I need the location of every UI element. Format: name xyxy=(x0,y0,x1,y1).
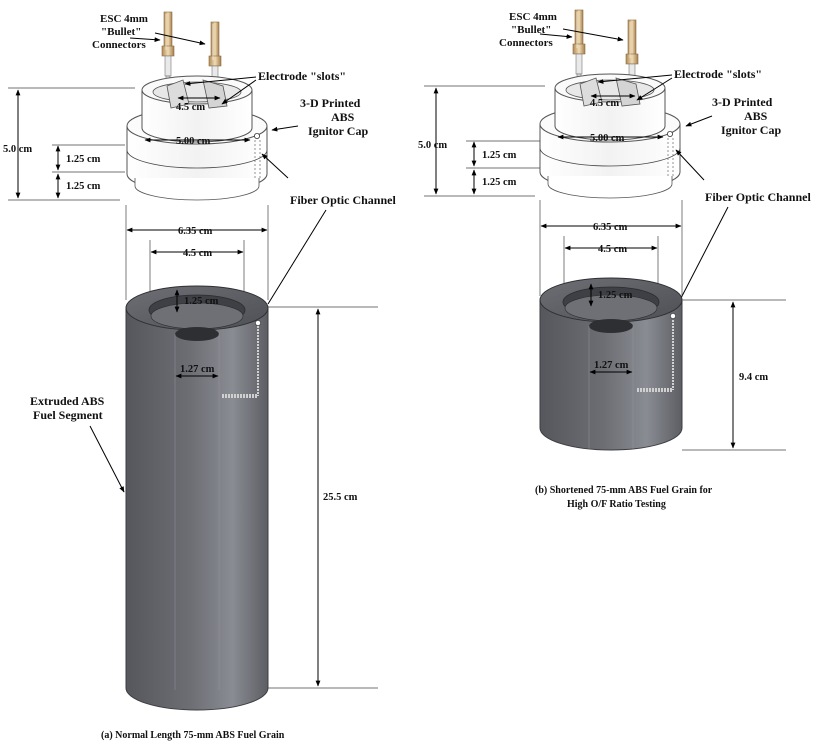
dim-cap-height-label-b: 5.0 cm xyxy=(418,140,447,151)
dim-length-label-b: 9.4 cm xyxy=(739,372,768,383)
dim-outer-label-b: 6.35 cm xyxy=(593,222,628,233)
electrode-slots-label-b: Electrode "slots" xyxy=(674,67,762,81)
cap-label-b-line3: Ignitor Cap xyxy=(721,123,781,137)
connector-b-line3: Connectors xyxy=(499,37,553,49)
dim-port-label-b: 1.27 cm xyxy=(594,360,629,371)
dim-outer-label: 6.35 cm xyxy=(178,226,213,237)
dim-step-bottom-label-b: 1.25 cm xyxy=(482,177,517,188)
panel-b: ESC 4mm "Bullet" Connectors Electrode "s… xyxy=(418,9,811,510)
cap-label-line1: 3-D Printed xyxy=(300,96,361,110)
dim-inner-label-b: 4.5 cm xyxy=(598,244,627,255)
cap-label-b-line2: ABS xyxy=(744,109,768,123)
dim-slot-label: 4.5 cm xyxy=(176,102,205,113)
connector-b-line2: "Bullet" xyxy=(511,24,551,36)
dim-inner-label: 4.5 cm xyxy=(183,248,212,259)
dim-step-top-label-b: 1.25 cm xyxy=(482,150,517,161)
dim-length-label: 25.5 cm xyxy=(323,492,358,503)
dim-port-label: 1.27 cm xyxy=(180,364,215,375)
connector-label-line2: "Bullet" xyxy=(101,26,141,38)
caption-b-line2: High O/F Ratio Testing xyxy=(567,499,666,510)
caption-a: (a) Normal Length 75-mm ABS Fuel Grain xyxy=(101,730,285,741)
dim-recess-label-b: 1.25 cm xyxy=(598,290,633,301)
dim-cap-inner-label: 5.00 cm xyxy=(176,136,211,147)
cap-label-b-line1: 3-D Printed xyxy=(712,95,773,109)
electrode-slots-label: Electrode "slots" xyxy=(258,69,346,83)
connector-label-line3: Connectors xyxy=(92,39,146,51)
fuel-grain-short xyxy=(539,277,683,451)
segment-label-line1: Extruded ABS xyxy=(30,394,105,408)
fuel-grain-long xyxy=(125,285,269,711)
panel-a: ESC 4mm "Bullet" Connectors Electrode "s… xyxy=(3,11,396,741)
cap-label-line3: Ignitor Cap xyxy=(308,124,368,138)
connector-b-line1: ESC 4mm xyxy=(509,11,557,23)
fiber-optic-label-b: Fiber Optic Channel xyxy=(705,190,811,204)
caption-b-line1: (b) Shortened 75-mm ABS Fuel Grain for xyxy=(535,485,713,496)
cap-label-line2: ABS xyxy=(331,110,355,124)
dim-recess-label: 1.25 cm xyxy=(184,296,219,307)
dim-cap-inner-label-b: 5.00 cm xyxy=(590,133,625,144)
dim-slot-label-b: 4.5 cm xyxy=(590,98,619,109)
fiber-optic-label: Fiber Optic Channel xyxy=(290,193,396,207)
connector-label-line1: ESC 4mm xyxy=(100,13,148,25)
dim-step-bottom-label: 1.25 cm xyxy=(66,181,101,192)
segment-label-line2: Fuel Segment xyxy=(33,408,103,422)
dim-step-top-label: 1.25 cm xyxy=(66,154,101,165)
dim-cap-height-label: 5.0 cm xyxy=(3,144,32,155)
